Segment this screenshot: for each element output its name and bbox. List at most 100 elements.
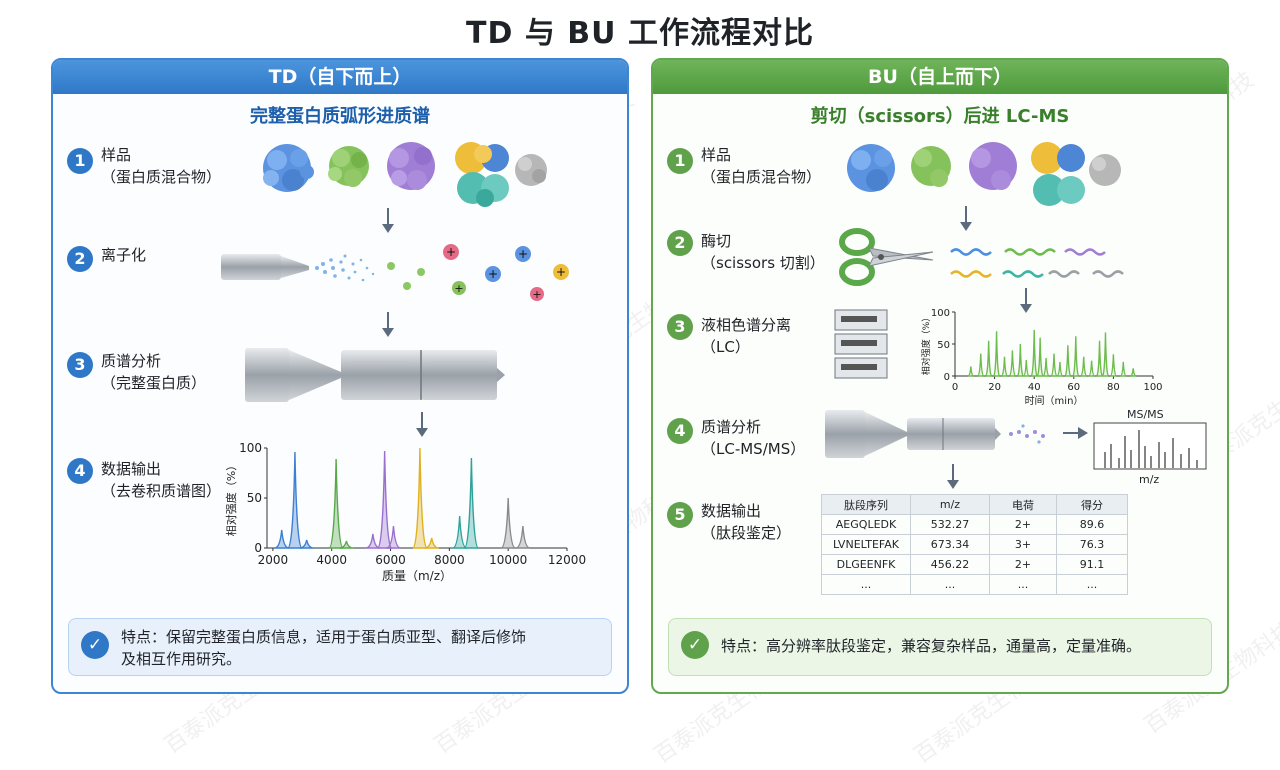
bu-step-1-label: 样品 （蛋白质混合物）: [701, 144, 821, 188]
spectrum-peak: [984, 340, 993, 377]
bu-step-2-label: 酶切 （scissors 切割）: [701, 230, 825, 274]
lc-instrument-illustration: [834, 309, 888, 379]
protein-blob-blue: [847, 144, 895, 192]
bu-step-5-number: 5: [667, 502, 693, 528]
x-tick-label: 0: [952, 382, 958, 393]
protein-blob-blue: [263, 144, 314, 192]
x-tick-label: 6000: [375, 553, 406, 567]
spectrum-peak: [412, 447, 428, 549]
spectrum-peak: [515, 525, 531, 549]
protein-blob-purple: [387, 142, 435, 190]
spectrum-peak: [977, 353, 985, 377]
y-tick-label: 50: [937, 340, 950, 351]
td-step-2-title: 离子化: [101, 246, 147, 264]
table-cell: 673.34: [910, 534, 990, 555]
table-cell: 91.1: [1056, 554, 1128, 575]
bu-step-3-title: 液相色谱分离: [701, 316, 792, 334]
td-step-1-number: 1: [67, 148, 93, 174]
spectrum-peak: [1072, 336, 1080, 377]
bu-step-4-label: 质谱分析 （LC-MS/MS）: [701, 416, 805, 460]
x-tick-label: 8000: [434, 553, 465, 567]
arrow-down-icon: [382, 208, 394, 233]
spectrum-peak: [992, 331, 1001, 377]
spectrum-peak: [274, 529, 289, 549]
spray-droplets: [315, 254, 375, 282]
spectrum-peak: [500, 497, 516, 549]
x-tick-label: 80: [1107, 382, 1120, 393]
td-step-3-sub: （完整蛋白质）: [101, 374, 207, 392]
y-axis-label: 相对强度（%）: [920, 313, 932, 376]
x-tick-label: 20: [988, 382, 1001, 393]
x-tick-label: 100: [1143, 382, 1162, 393]
td-step-4-label: 数据输出 （去卷积质谱图）: [101, 458, 221, 502]
y-axis-label: 相对强度（%）: [224, 460, 238, 536]
spectrum-peak: [1110, 354, 1117, 377]
y-tick-label: 0: [254, 541, 262, 555]
x-tick-label: 2000: [258, 553, 289, 567]
bu-step-4-number: 4: [667, 418, 693, 444]
y-tick-label: 100: [931, 308, 950, 319]
td-step-4-number: 4: [67, 458, 93, 484]
spectrum-peak: [1095, 340, 1104, 377]
spectrum-peak: [1042, 358, 1050, 377]
bu-step-1-sub: （蛋白质混合物）: [701, 168, 822, 186]
x-tick-label: 12000: [548, 553, 586, 567]
spectrum-peak: [1080, 356, 1088, 377]
table-cell: 2+: [989, 514, 1057, 535]
spectrum-peak: [1101, 332, 1110, 377]
bu-step-5-label: 数据输出 （肽段鉴定）: [701, 500, 791, 544]
protein-blob-yellow-teal: [1031, 142, 1085, 206]
bu-panel: BU（自上而下） 剪切（scissors）后进 LC-MS 1 样品 （蛋白质混…: [651, 58, 1229, 694]
spectrum-peak: [1036, 337, 1044, 377]
td-step-3-number: 3: [67, 352, 93, 378]
td-feature-line-2: 及相互作用研究。: [121, 650, 242, 668]
x-axis-label: 质量（m/z）: [382, 569, 452, 583]
bu-step-3-label: 液相色谱分离 （LC）: [701, 314, 791, 358]
td-feature-text: 特点：保留完整蛋白质信息，适用于蛋白质亚型、翻译后修饰 及相互作用研究。: [121, 626, 601, 670]
page-title: TD 与 BU 工作流程对比: [466, 16, 814, 51]
svg-text:+: +: [454, 282, 463, 295]
lc-ms-instrument-illustration: [825, 410, 1045, 458]
spectrum-peak: [365, 533, 380, 549]
spectrum-peak: [463, 457, 480, 549]
spectrum-peak: [339, 540, 354, 549]
table-cell: 89.6: [1056, 514, 1128, 535]
td-step-1-title: 样品: [101, 146, 132, 164]
ionization-illustration: + + + + + +: [221, 244, 569, 301]
table-cell: ...: [989, 574, 1057, 595]
spectrum-peak: [1050, 353, 1058, 377]
protein-blob-gray: [515, 154, 547, 186]
spectrum-peak: [967, 366, 975, 377]
plus-charge-icon: + + + + + +: [443, 244, 569, 301]
protein-blob-purple: [969, 142, 1017, 190]
x-tick-label: 10000: [489, 553, 527, 567]
bu-step-1-number: 1: [667, 148, 693, 174]
y-tick-label: 50: [247, 491, 262, 505]
spectrum-peak: [1056, 361, 1064, 377]
bu-step-5-title: 数据输出: [701, 502, 762, 520]
table-cell: 76.3: [1056, 534, 1128, 555]
msms-axis-label: m/z: [1139, 473, 1160, 486]
spectrum-peak: [287, 451, 303, 549]
bu-panel-header: BU（自上而下）: [653, 60, 1227, 94]
table-header-cell: 肽段序列: [821, 494, 911, 515]
bu-step-4-sub: （LC-MS/MS）: [701, 440, 806, 458]
td-feature-line-1: 特点：保留完整蛋白质信息，适用于蛋白质亚型、翻译后修饰: [121, 628, 527, 646]
spectrum-peak: [376, 450, 393, 549]
table-cell: 456.22: [910, 554, 990, 575]
x-tick-label: 40: [1028, 382, 1041, 393]
td-step-1-label: 样品 （蛋白质混合物）: [101, 144, 221, 188]
svg-text:+: +: [488, 267, 498, 281]
protein-blob-yellow-teal: [455, 142, 509, 207]
arrow-down-icon: [416, 412, 428, 437]
svg-text:+: +: [532, 288, 541, 301]
bu-step-3-number: 3: [667, 314, 693, 340]
td-step-3-label: 质谱分析 （完整蛋白质）: [101, 350, 206, 394]
protein-mixture-illustration: [847, 142, 1121, 206]
table-cell: 532.27: [910, 514, 990, 535]
msms-spectrum-illustration: [1093, 422, 1207, 470]
table-cell: 2+: [989, 554, 1057, 575]
td-step-2-number: 2: [67, 246, 93, 272]
